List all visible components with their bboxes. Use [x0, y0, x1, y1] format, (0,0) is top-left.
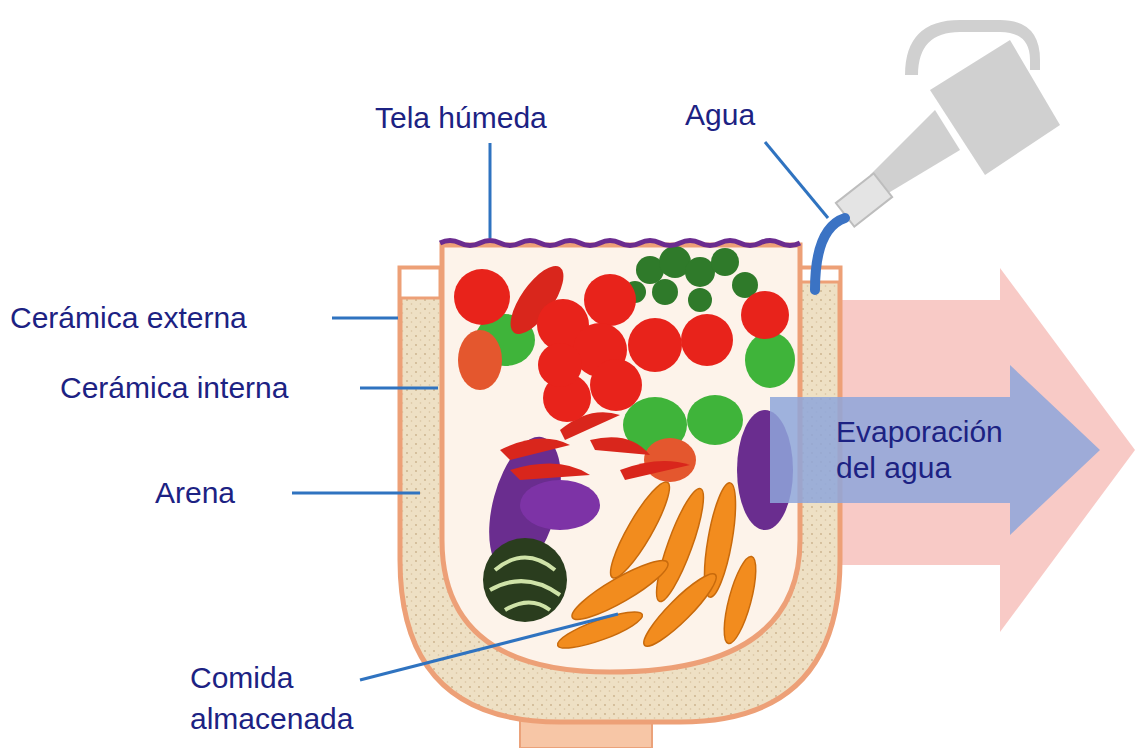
evaporation-text: Evaporación del agua: [836, 414, 1021, 486]
inner-pot: [442, 245, 800, 672]
outer-ceramic-label: Cerámica externa: [10, 300, 247, 336]
food-label: Comida almacenada: [190, 658, 370, 739]
leader-lines: [292, 142, 828, 680]
water-label: Agua: [685, 97, 755, 133]
inner-ceramic-label: Cerámica interna: [60, 370, 288, 406]
water-hose: [815, 218, 845, 290]
cloth-label: Tela húmeda: [375, 100, 547, 136]
stored-food: [454, 246, 795, 655]
wet-cloth: [440, 241, 800, 246]
sand-label: Arena: [155, 475, 235, 511]
evaporation-arrow: Evaporación del agua: [770, 365, 1100, 535]
watering-can: [836, 20, 1060, 227]
arrow-shape: [770, 365, 1100, 535]
